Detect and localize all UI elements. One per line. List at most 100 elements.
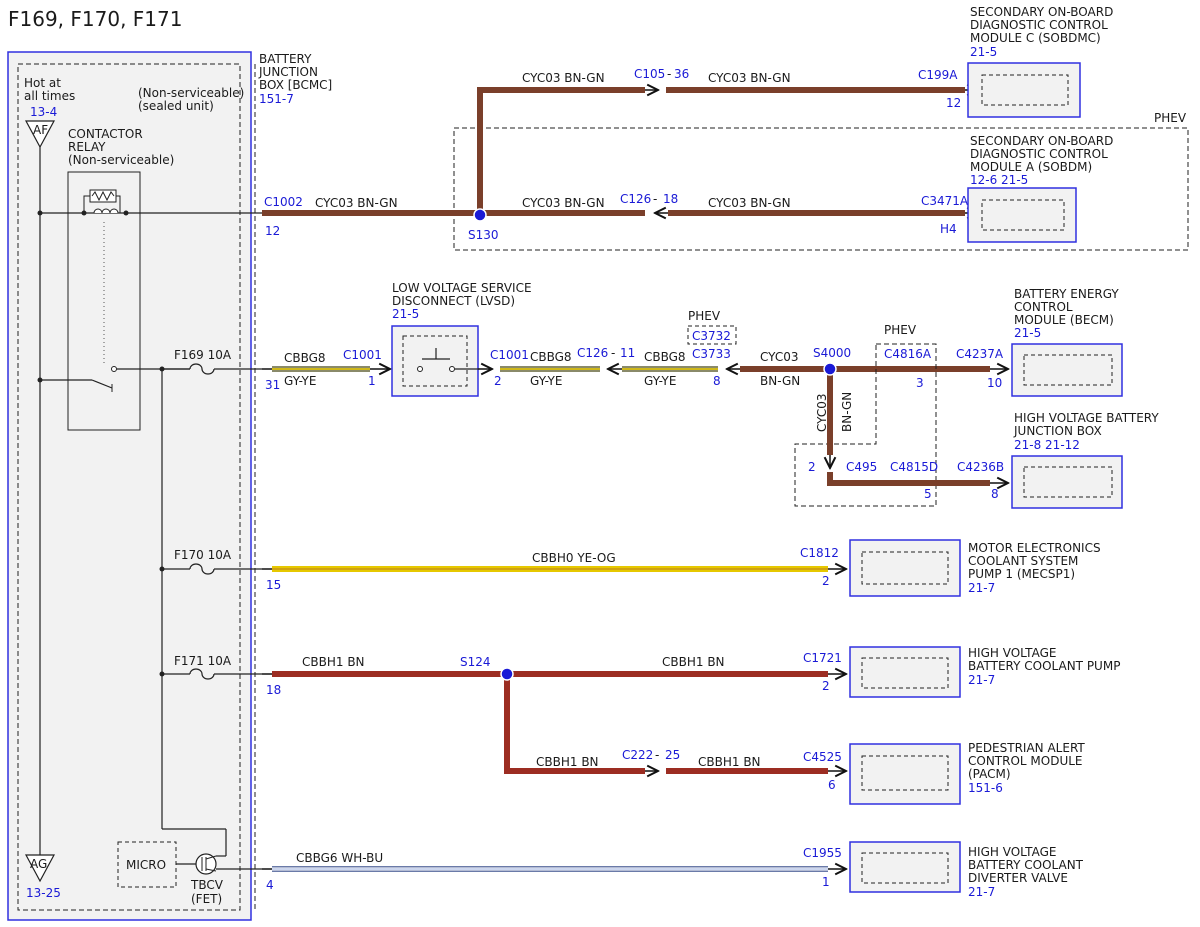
module-ref[interactable]: 21-7: [968, 673, 995, 687]
connector-c126-b[interactable]: C126: [577, 346, 608, 360]
wire-circuit: CYC03: [760, 350, 799, 364]
splice-s124-label: S124: [460, 655, 491, 669]
lvsd-ref[interactable]: 21-5: [392, 307, 419, 321]
splice-s4000-label: S4000: [813, 346, 851, 360]
connector-c126-b-pin: 11: [620, 346, 635, 360]
module-box: [1011, 343, 1123, 397]
switch-contact-icon: [417, 366, 423, 372]
connector-c1812[interactable]: C1812: [800, 546, 839, 560]
module-name: BATTERY COOLANT PUMP: [968, 659, 1120, 673]
wire-cyc03-hvbjb[interactable]: [827, 472, 990, 486]
connector-c105[interactable]: C105: [634, 67, 665, 81]
pin-1: 1: [368, 374, 376, 388]
module-name: DIVERTER VALVE: [968, 871, 1068, 885]
module-sobdmc[interactable]: SECONDARY ON-BOARD DIAGNOSTIC CONTROL MO…: [967, 5, 1113, 118]
connector-c126-pin: 18: [663, 192, 678, 206]
wire-label: CYC03 BN-GN: [315, 196, 398, 210]
module-ref[interactable]: 21-7: [968, 581, 995, 595]
bcmc-inner-dashed: [17, 63, 241, 911]
connector-c3733[interactable]: C3733: [692, 347, 731, 361]
module-name: CONTROL MODULE: [968, 754, 1083, 768]
connector-c1001-left[interactable]: C1001: [343, 348, 382, 362]
connector-c4236b[interactable]: C4236B: [957, 460, 1004, 474]
pin-5: 5: [924, 487, 932, 501]
pin-3: 3: [916, 376, 924, 390]
connector-c199a[interactable]: C199A: [918, 68, 958, 82]
bcmc-name-1: BATTERY: [259, 52, 312, 66]
module-ref[interactable]: 21-7: [968, 885, 995, 899]
wire-circuit: CBBG8: [284, 351, 326, 365]
wire-label: CBBH0 YE-OG: [532, 551, 616, 565]
module-mecsp1[interactable]: MOTOR ELECTRONICS COOLANT SYSTEM PUMP 1 …: [849, 539, 1101, 597]
module-inner: [1023, 354, 1113, 386]
module-box: [849, 646, 961, 698]
connector-c1955[interactable]: C1955: [803, 846, 842, 860]
wire-cyc03-up[interactable]: [477, 87, 645, 213]
wire-label: CYC03 BN-GN: [522, 71, 605, 85]
module-hvbcp[interactable]: HIGH VOLTAGE BATTERY COOLANT PUMP 21-7: [849, 646, 1120, 698]
contactor-label-3: (Non-serviceable): [68, 153, 174, 167]
lvsd-box: [391, 325, 479, 397]
wire-label: CBBH1 BN: [536, 755, 599, 769]
connector-c222[interactable]: C222: [622, 748, 653, 762]
phev-connector-box: [687, 325, 737, 345]
wire-circuit: CYC03: [815, 394, 829, 433]
module-ref[interactable]: 21-5: [970, 45, 997, 59]
lvsd-switch[interactable]: LOW VOLTAGE SERVICE DISCONNECT (LVSD) 21…: [391, 281, 532, 397]
bcmc-name-2: JUNCTION: [258, 65, 318, 79]
module-inner: [861, 755, 949, 791]
module-becm[interactable]: BATTERY ENERGY CONTROL MODULE (BECM) 21-…: [1011, 287, 1123, 397]
wire-cbbh1-down[interactable]: [504, 674, 645, 774]
connector-c1002[interactable]: C1002: [264, 195, 303, 209]
connector-c4816a[interactable]: C4816A: [884, 347, 932, 361]
connector-c3471a[interactable]: C3471A: [921, 194, 969, 208]
hot-ref[interactable]: 13-4: [30, 105, 57, 119]
module-name: MODULE (BECM): [1014, 313, 1114, 327]
splice-s4000[interactable]: [823, 362, 837, 376]
module-pacm[interactable]: PEDESTRIAN ALERT CONTROL MODULE (PACM) 1…: [849, 741, 1085, 805]
ag-ref[interactable]: 13-25: [26, 886, 61, 900]
tbcv-label-1: TBCV: [190, 878, 224, 892]
module-sobdm[interactable]: SECONDARY ON-BOARD DIAGNOSTIC CONTROL MO…: [967, 134, 1113, 243]
dash: -: [653, 192, 657, 206]
connector-c495[interactable]: C495: [846, 460, 877, 474]
module-hvbcdv[interactable]: HIGH VOLTAGE BATTERY COOLANT DIVERTER VA…: [849, 841, 1084, 899]
dash: -: [611, 346, 615, 360]
splice-s130[interactable]: [473, 208, 487, 222]
module-ref[interactable]: 21-8 21-12: [1014, 438, 1080, 452]
connector-c126[interactable]: C126: [620, 192, 651, 206]
splice-s124[interactable]: [500, 667, 514, 681]
module-name: MODULE C (SOBDMC): [970, 31, 1101, 45]
wire-label: CBBH1 BN: [698, 755, 761, 769]
module-ref[interactable]: 151-6: [968, 781, 1003, 795]
wire-circuit: CBBG8: [530, 350, 572, 364]
connector-c3732[interactable]: C3732: [692, 329, 731, 343]
module-name: BATTERY ENERGY: [1014, 287, 1119, 301]
phev-label-top: PHEV: [1154, 111, 1187, 125]
wire-label: CYC03 BN-GN: [522, 196, 605, 210]
fuse-icon: [189, 563, 215, 575]
module-hvbjb[interactable]: HIGH VOLTAGE BATTERY JUNCTION BOX 21-8 2…: [1011, 411, 1159, 509]
connector-c1001-right[interactable]: C1001: [490, 348, 529, 362]
module-box: [849, 539, 961, 597]
connector-c105-pin: 36: [674, 67, 689, 81]
connector-c4237a[interactable]: C4237A: [956, 347, 1004, 361]
module-ref[interactable]: 21-5: [1014, 326, 1041, 340]
connector-c1721[interactable]: C1721: [803, 651, 842, 665]
circuit-cbbh0: 15 CBBH0 YE-OG C1812 2: [262, 546, 846, 592]
pin-10: 10: [987, 376, 1002, 390]
connector-c4815d[interactable]: C4815D: [890, 460, 938, 474]
af-triangle-icon: [24, 120, 56, 149]
wire-color: GY-YE: [530, 374, 562, 388]
module-box: [849, 841, 961, 893]
connector-c4525[interactable]: C4525: [803, 750, 842, 764]
module-ref[interactable]: 12-6 21-5: [970, 173, 1028, 187]
phev-region-top: [453, 127, 1189, 251]
contactor-label-1: CONTACTOR: [68, 127, 143, 141]
module-box: [967, 62, 1081, 118]
hot-label-2: all times: [24, 89, 75, 103]
hot-label-1: Hot at: [24, 76, 61, 90]
bcmc-ref[interactable]: 151-7: [259, 92, 294, 106]
pin-4: 4: [266, 878, 274, 892]
